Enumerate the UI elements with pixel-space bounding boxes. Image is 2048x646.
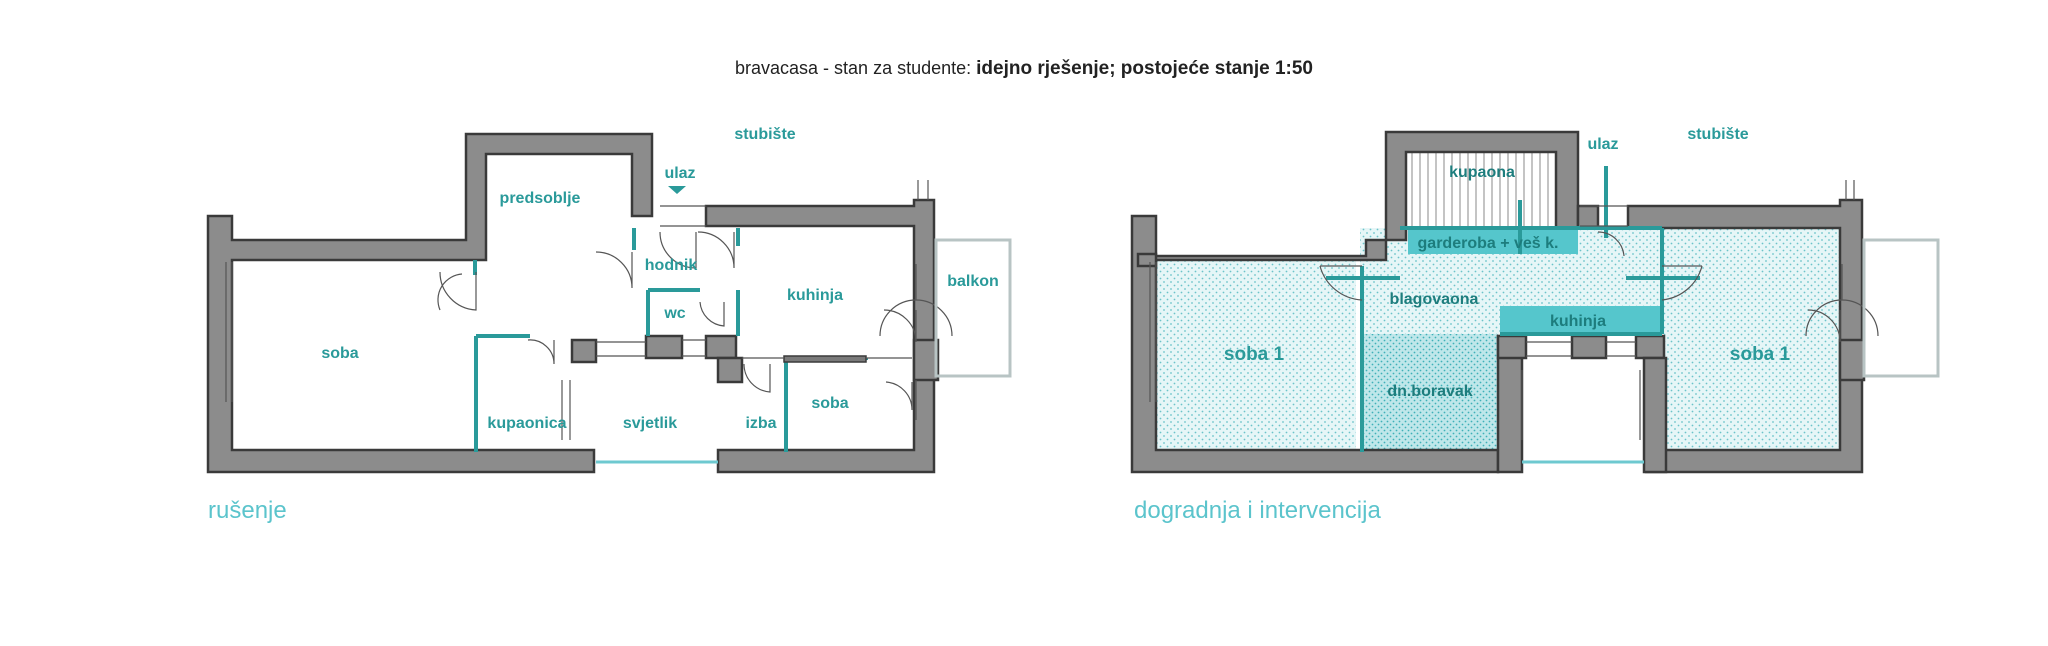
right-label-kuhinja: kuhinja [1550,313,1606,330]
right-label-soba1-right: soba 1 [1730,344,1791,365]
left-walls [206,132,940,474]
left-caption: rušenje [208,497,287,524]
drawing-title: bravacasa - stan za studente: idejno rje… [0,58,2048,80]
left-label-balkon: balkon [947,273,999,290]
right-floor-plan: kupaona ulaz stubište garderoba + veš k.… [1130,126,1940,524]
left-label-izba: izba [745,415,776,432]
right-partitions [1149,166,1855,464]
left-balcony-outline [934,238,1012,378]
left-label-wc: wc [663,305,685,322]
right-label-soba1-left: soba 1 [1224,344,1285,365]
left-label-stubiste: stubište [734,126,795,143]
right-caption: dogradnja i intervencija [1134,497,1381,524]
left-label-hodnik: hodnik [645,257,698,274]
right-room-garderoba-fill [1408,228,1578,254]
right-label-stubiste: stubište [1687,126,1748,143]
title-prefix: bravacasa - stan za studente: [735,58,972,78]
left-label-kupaonica: kupaonica [487,415,566,432]
left-floor-plan: stubište ulaz predsoblje hodnik wc kuhin… [206,126,1012,524]
left-label-soba-small: soba [811,395,848,412]
left-label-predsoblje: predsoblje [500,190,581,207]
left-label-soba-big: soba [321,345,358,362]
right-label-kupaona: kupaona [1449,164,1515,181]
right-room-soba1-left-fill [1156,258,1356,450]
left-partitions [225,180,929,464]
right-label-dnboravak: dn.boravak [1387,383,1472,400]
right-label-ulaz: ulaz [1587,136,1618,153]
right-doors [1319,231,1879,343]
right-balcony-outline [1862,238,1940,378]
right-room-kuhinja-fill [1500,306,1662,334]
right-room-kupaona-fill [1406,152,1552,228]
left-label-svjetlik: svjetlik [623,415,677,432]
left-label-kuhinja: kuhinja [787,287,843,304]
right-room-soba1-right-fill [1664,228,1862,450]
right-label-garderoba: garderoba + veš k. [1418,235,1559,252]
right-label-blagovaona: blagovaona [1390,291,1479,308]
title-main: idejno rješenje; postojeće stanje 1:50 [976,58,1313,79]
right-room-dnboravak-fill [1364,334,1498,450]
left-entrance-arrow [668,186,686,194]
left-label-ulaz: ulaz [664,165,695,182]
left-doors [437,231,953,411]
